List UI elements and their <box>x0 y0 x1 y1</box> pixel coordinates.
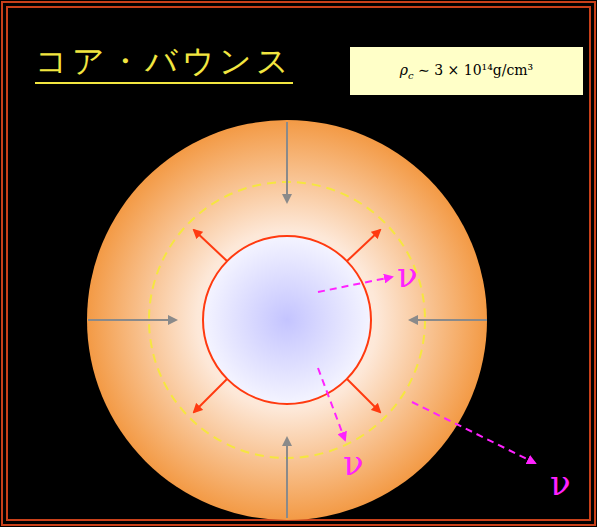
inner-frame <box>7 7 590 520</box>
bounce-arrows <box>194 230 380 412</box>
formula-box: ρc ∼ 3 × 10¹⁴g/cm³ <box>350 47 583 95</box>
neutrino-label: ν <box>550 466 571 500</box>
neutrino-arrows <box>318 277 535 463</box>
slide-title: コア・バウンス <box>35 42 293 84</box>
infalling-envelope <box>87 120 487 520</box>
density-formula: ρc ∼ 3 × 10¹⁴g/cm³ <box>400 62 533 81</box>
neutrinosphere <box>149 182 425 458</box>
neutrino-label: ν <box>397 258 418 292</box>
neutrino-label: ν <box>343 446 364 480</box>
inner-core <box>203 236 371 404</box>
infall-arrows <box>88 122 487 518</box>
